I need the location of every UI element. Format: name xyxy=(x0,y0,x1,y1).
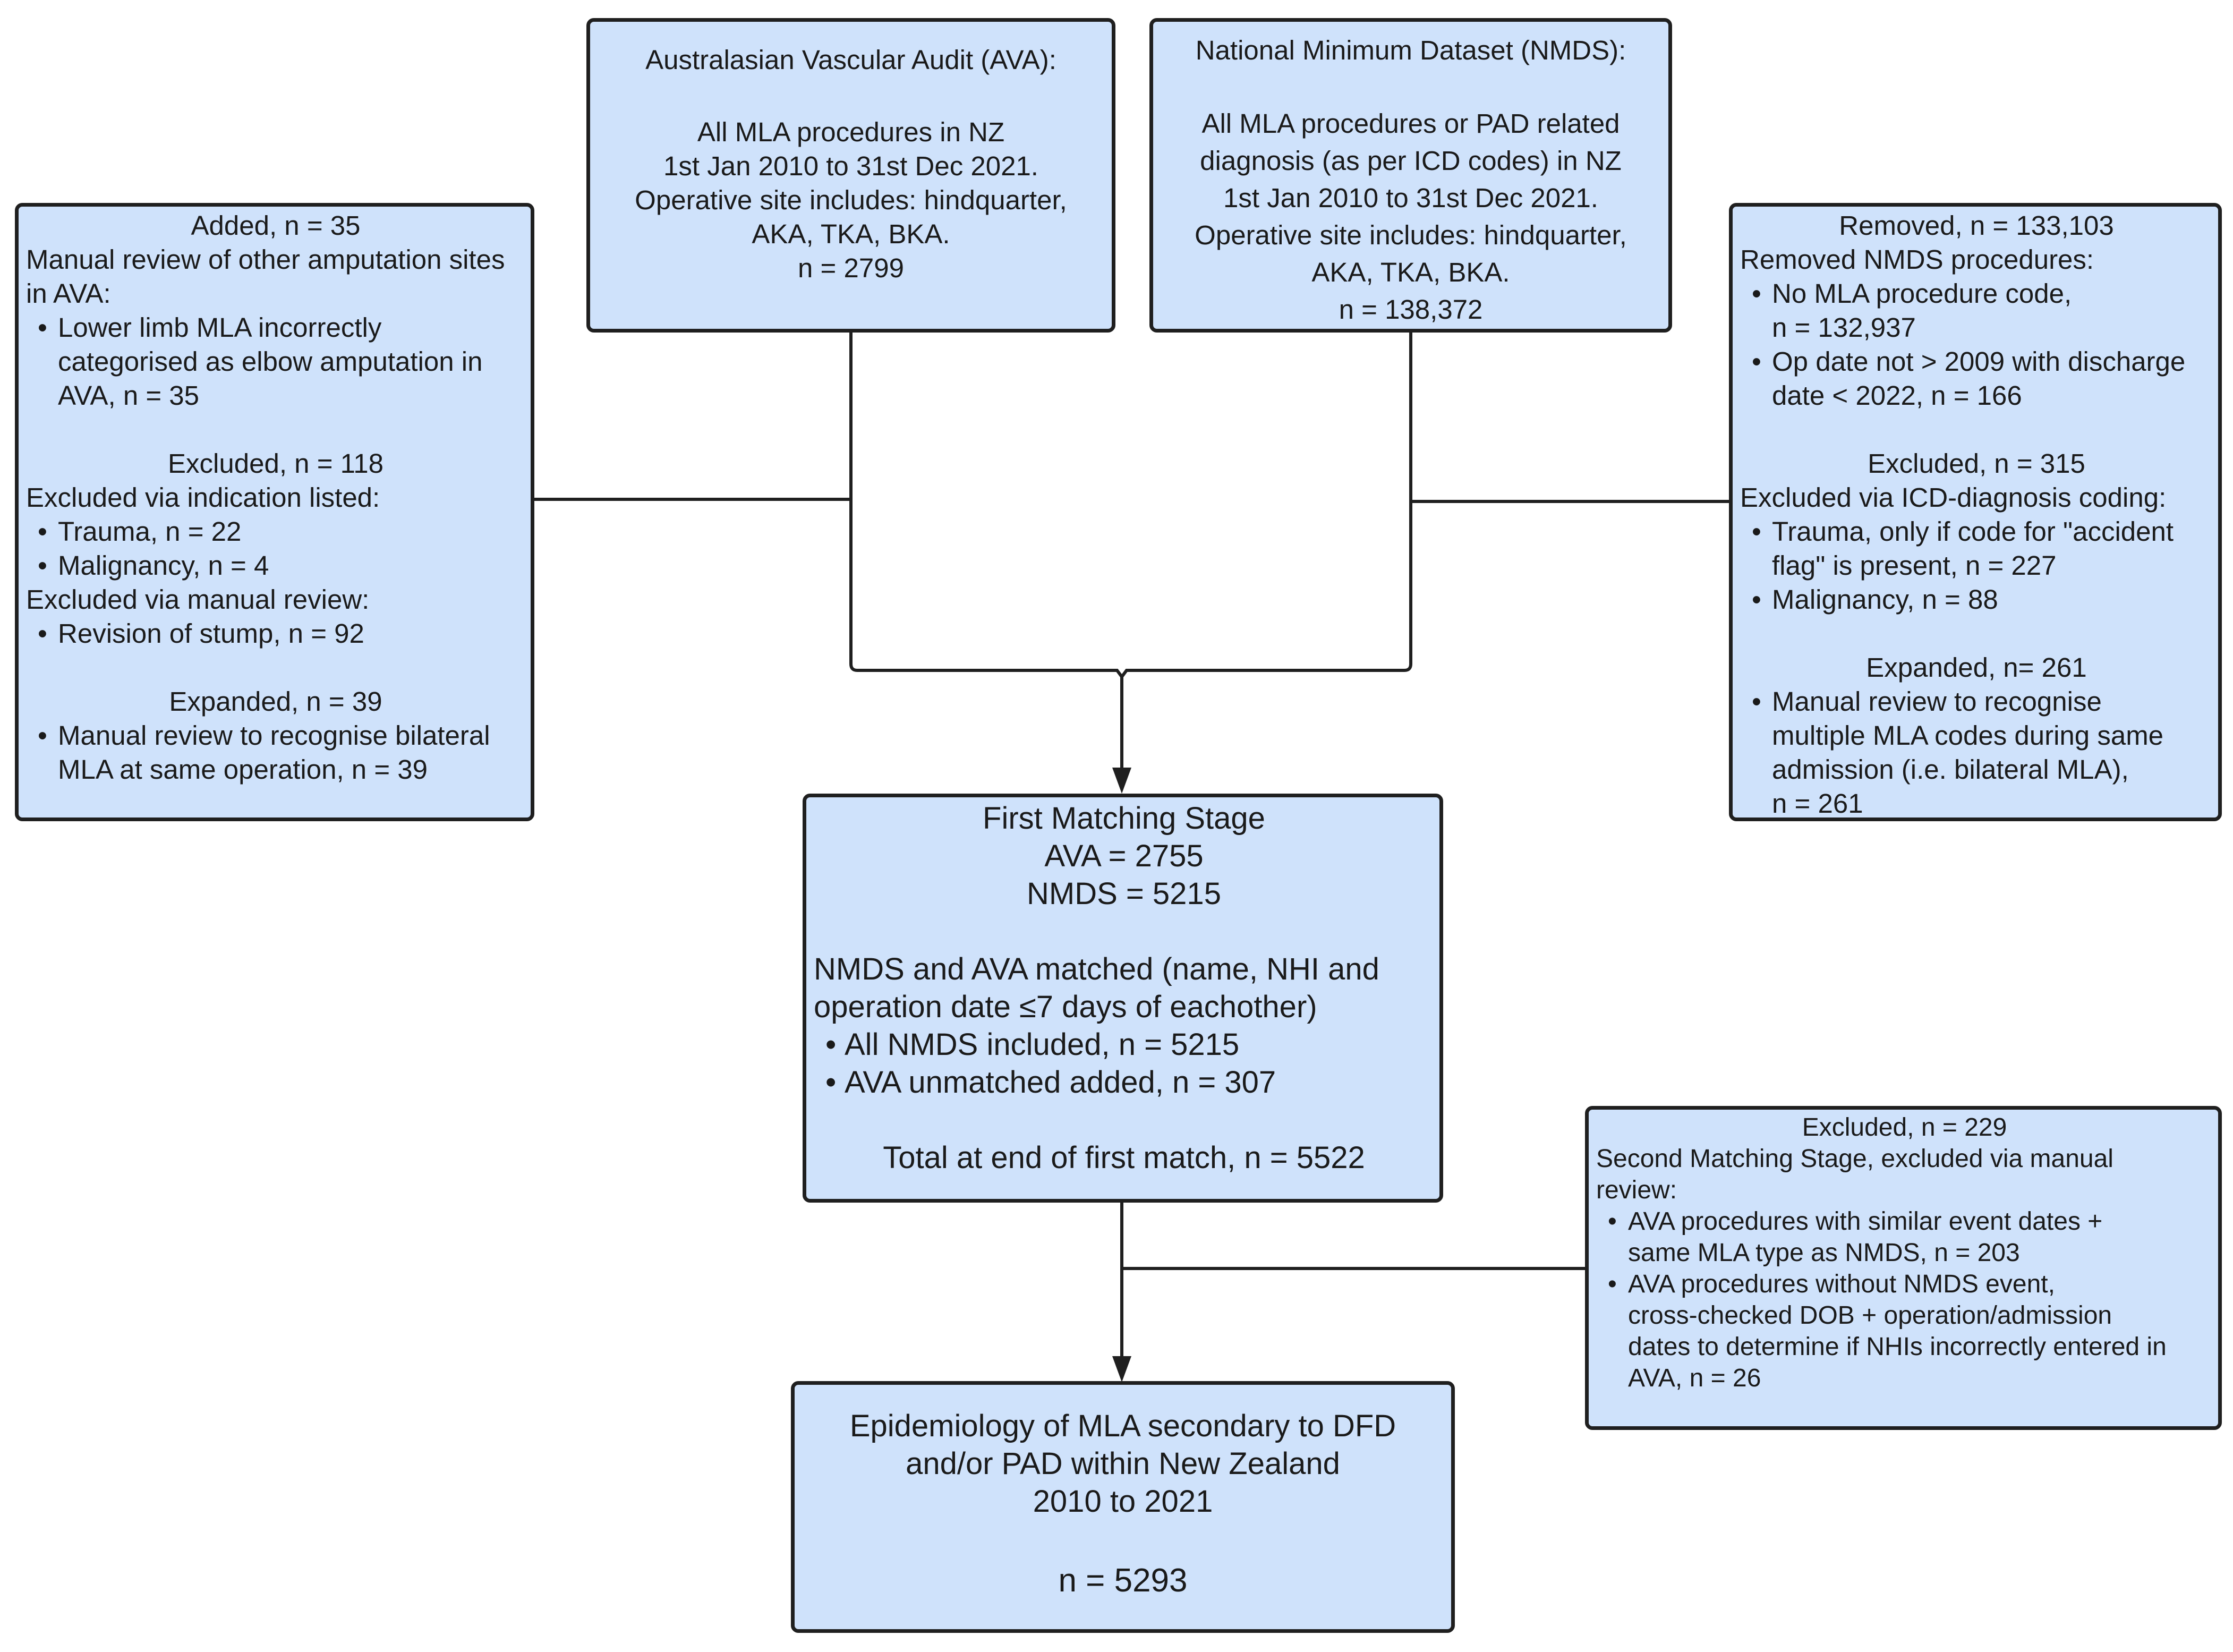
nmds-count: n = 138,372 xyxy=(1339,294,1483,325)
nmds-removed-text: Removed NMDS procedures: xyxy=(1740,244,2094,275)
final-years: 2010 to 2021 xyxy=(1033,1484,1213,1519)
nmds-removed-list: No MLA procedure code, n = 132,937 Op da… xyxy=(1740,277,2213,413)
nmds-excluded-list: Trauma, only if code for "accident flag"… xyxy=(1740,515,2213,617)
nmds-adjustments-box: Removed, n = 133,103 Removed NMDS proced… xyxy=(1729,203,2222,821)
first-match-ava-count: AVA = 2755 xyxy=(1044,839,1204,873)
nmds-op-date-bullet: Op date not > 2009 with discharge date <… xyxy=(1740,345,2213,413)
first-match-list: All NMDS included, n = 5215 AVA unmatche… xyxy=(814,1026,1434,1101)
nmds-manual-bullet: Manual review to recognise multiple MLA … xyxy=(1740,685,2213,821)
ava-added-bullet: Lower limb MLA incorrectly categorised a… xyxy=(26,311,525,413)
second-excluded-text-cont: review: xyxy=(1596,1176,1677,1204)
nmds-malignancy-bullet: Malignancy, n = 88 xyxy=(1740,583,2213,617)
final-title: Epidemiology of MLA secondary to DFD xyxy=(849,1409,1396,1443)
merge-arrowhead xyxy=(1112,768,1131,794)
similar-dates-bullet: AVA procedures with similar event dates … xyxy=(1596,1206,2213,1268)
ava-malignancy-bullet: Malignancy, n = 4 xyxy=(26,549,525,583)
first-match-total: Total at end of first match, n = 5522 xyxy=(883,1140,1365,1175)
final-title-cont: and/or PAD within New Zealand xyxy=(906,1446,1340,1481)
ava-adjustments-box: Added, n = 35 Manual review of other amp… xyxy=(15,203,534,821)
nmds-expanded-list: Manual review to recognise multiple MLA … xyxy=(1740,685,2213,821)
ava-added-text-cont: in AVA: xyxy=(26,278,111,309)
first-match-nmds-count: NMDS = 5215 xyxy=(1027,876,1221,911)
nmds-expanded-heading: Expanded, n= 261 xyxy=(1866,652,2087,683)
second-stage-arrowhead xyxy=(1112,1356,1131,1382)
ava-manual-list: Revision of stump, n = 92 xyxy=(26,617,525,651)
nmds-to-merge-line xyxy=(1120,331,1412,678)
ava-added-text: Manual review of other amputation sites xyxy=(26,244,505,275)
second-excluded-list: AVA procedures with similar event dates … xyxy=(1596,1206,2213,1394)
nmds-title: National Minimum Dataset (NMDS): xyxy=(1195,35,1626,65)
ava-date-range: 1st Jan 2010 to 31st Dec 2021. xyxy=(663,151,1038,181)
nmds-removed-heading: Removed, n = 133,103 xyxy=(1839,210,2114,241)
ava-unmatched-bullet: AVA unmatched added, n = 307 xyxy=(814,1063,1434,1101)
second-excluded-text: Second Matching Stage, excluded via manu… xyxy=(1596,1145,2113,1173)
final-cohort-box: Epidemiology of MLA secondary to DFD and… xyxy=(791,1381,1455,1633)
ava-trauma-bullet: Trauma, n = 22 xyxy=(26,515,525,549)
ava-added-list: Lower limb MLA incorrectly categorised a… xyxy=(26,311,525,413)
nmds-excluded-heading: Excluded, n = 315 xyxy=(1868,448,2085,479)
ava-added-heading: Added, n = 35 xyxy=(191,210,361,241)
first-match-criteria-cont: operation date ≤7 days of eachother) xyxy=(814,990,1317,1024)
ava-operative-site-cont: AKA, TKA, BKA. xyxy=(752,219,950,249)
nmds-date-range: 1st Jan 2010 to 31st Dec 2021. xyxy=(1223,183,1598,213)
ava-scope: All MLA procedures in NZ xyxy=(697,117,1005,147)
ava-expanded-list: Manual review to recognise bilateral MLA… xyxy=(26,719,525,787)
final-count: n = 5293 xyxy=(1058,1562,1188,1599)
second-stage-exclusion-box: Excluded, n = 229 Second Matching Stage,… xyxy=(1585,1106,2222,1430)
ava-revision-bullet: Revision of stump, n = 92 xyxy=(26,617,525,651)
ava-operative-site: Operative site includes: hindquarter, xyxy=(635,185,1067,215)
ava-source-box: Australasian Vascular Audit (AVA): All M… xyxy=(586,18,1115,333)
ava-to-merge-line xyxy=(849,331,1123,678)
nmds-scope-cont: diagnosis (as per ICD codes) in NZ xyxy=(1200,146,1622,176)
ava-title: Australasian Vascular Audit (AVA): xyxy=(645,45,1056,75)
nmds-scope: All MLA procedures or PAD related xyxy=(1201,108,1620,139)
first-match-criteria: NMDS and AVA matched (name, NHI and xyxy=(814,952,1379,986)
ava-indication-list: Trauma, n = 22 Malignancy, n = 4 xyxy=(26,515,525,583)
first-match-title: First Matching Stage xyxy=(983,801,1265,836)
all-nmds-bullet: All NMDS included, n = 5215 xyxy=(814,1026,1434,1063)
nmds-no-code-bullet: No MLA procedure code, n = 132,937 xyxy=(1740,277,2213,345)
ava-excluded-indication: Excluded via indication listed: xyxy=(26,482,380,513)
ava-excluded-heading: Excluded, n = 118 xyxy=(168,448,383,479)
ava-count: n = 2799 xyxy=(798,253,904,283)
second-excluded-heading: Excluded, n = 229 xyxy=(1802,1113,2007,1142)
nmds-source-box: National Minimum Dataset (NMDS): All MLA… xyxy=(1149,18,1672,333)
nmds-excluded-text: Excluded via ICD-diagnosis coding: xyxy=(1740,482,2167,513)
ava-expanded-bullet: Manual review to recognise bilateral MLA… xyxy=(26,719,525,787)
ava-excluded-manual: Excluded via manual review: xyxy=(26,584,370,615)
ava-expanded-heading: Expanded, n = 39 xyxy=(169,686,382,717)
without-nmds-bullet: AVA procedures without NMDS event, cross… xyxy=(1596,1268,2213,1394)
nmds-trauma-bullet: Trauma, only if code for "accident flag"… xyxy=(1740,515,2213,583)
nmds-operative-site-cont: AKA, TKA, BKA. xyxy=(1311,257,1510,287)
first-matching-box: First Matching Stage AVA = 2755 NMDS = 5… xyxy=(803,794,1443,1203)
nmds-operative-site: Operative site includes: hindquarter, xyxy=(1195,220,1627,250)
